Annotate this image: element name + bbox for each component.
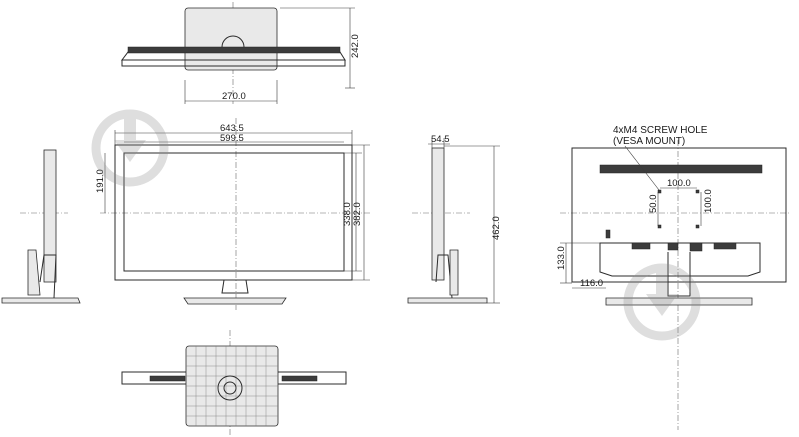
vesa-hole — [657, 224, 662, 229]
download-arrow-icon — [91, 109, 169, 187]
vesa-hole — [657, 189, 662, 194]
rear-base — [605, 297, 753, 306]
rear-panel — [571, 147, 787, 283]
download-arrow-icon — [623, 263, 701, 341]
dim-screen-height: 338.0 — [342, 202, 353, 226]
top-view-base — [184, 7, 278, 71]
left-side-panel — [43, 149, 57, 283]
dim-top-base-width: 270.0 — [222, 91, 246, 102]
dim-top-depth: 242.0 — [350, 34, 361, 58]
dim-panel-height: 382.0 — [352, 202, 363, 226]
dim-side-depth: 54.5 — [431, 134, 450, 145]
top-view: 270.0 242.0 — [121, 2, 361, 104]
dim-overall-width: 643.5 — [220, 123, 244, 134]
dim-vesa-v-right: 100.0 — [703, 189, 714, 213]
rear-view: 100.0 50.0 100.0 4xM4 SCREW HOLE (VESA M… — [556, 125, 790, 430]
dim-overall-height: 462.0 — [491, 216, 502, 240]
dim-left-offset: 191.0 — [95, 169, 106, 193]
rear-vent — [599, 164, 763, 174]
dim-port-height: 133.0 — [556, 246, 567, 270]
dim-vesa-h: 100.0 — [667, 178, 691, 189]
front-bezel — [114, 144, 353, 281]
annotation-line1: 4xM4 SCREW HOLE — [613, 125, 708, 136]
left-side-base — [1, 297, 81, 304]
bottom-hinge — [217, 375, 243, 401]
top-view-vent — [127, 46, 341, 54]
right-side-panel — [431, 147, 445, 281]
bottom-grid — [186, 346, 278, 426]
annotation-line2: (VESA MOUNT) — [613, 136, 685, 147]
vesa-hole — [695, 189, 700, 194]
front-screen — [123, 152, 345, 272]
bottom-view — [121, 330, 347, 436]
front-base — [183, 297, 287, 305]
right-side-base — [407, 297, 488, 304]
vesa-hole — [695, 224, 700, 229]
front-view: 643.5 599.5 191.0 338.0 382.0 — [95, 118, 370, 310]
dim-port-offset: 116.0 — [580, 278, 603, 289]
right-side-view: 54.5 462.0 — [407, 134, 502, 304]
left-side-view — [1, 149, 81, 304]
dim-screen-width: 599.5 — [220, 133, 244, 144]
dim-vesa-v-left: 50.0 — [648, 195, 659, 214]
